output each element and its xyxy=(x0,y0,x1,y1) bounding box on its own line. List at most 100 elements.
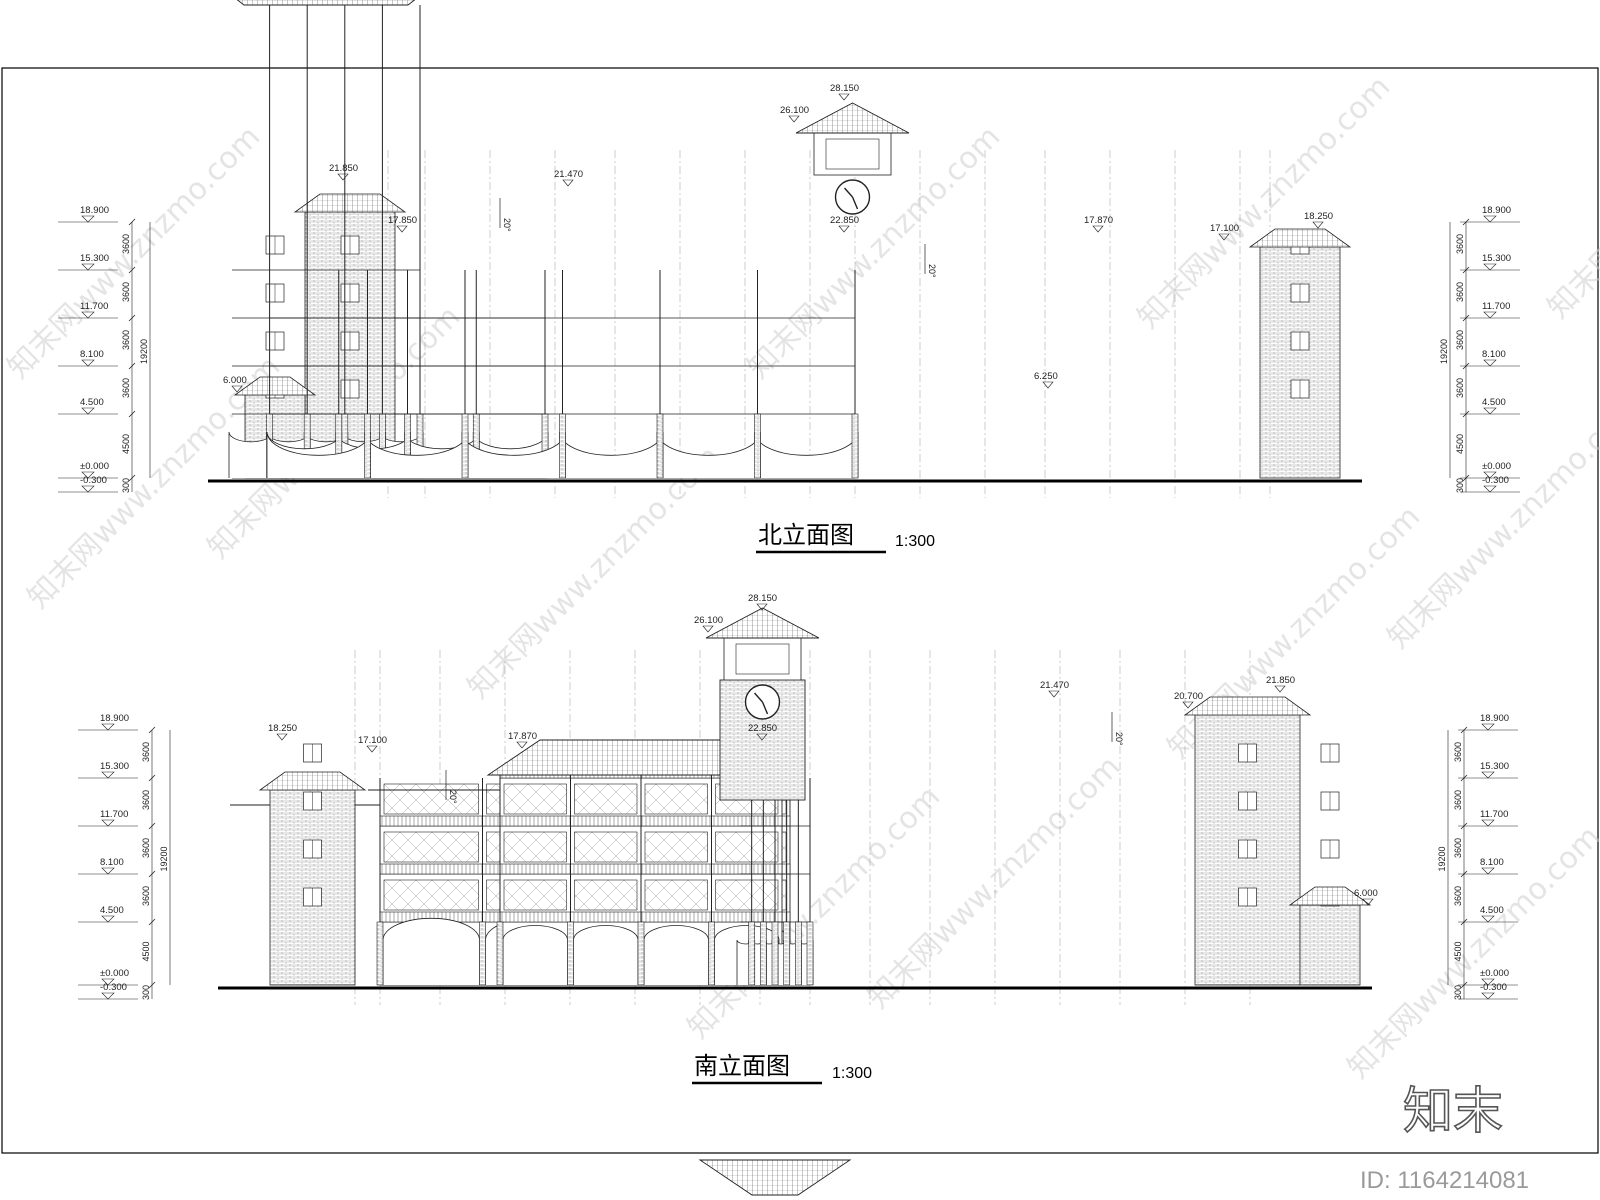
dimension-tick xyxy=(148,918,156,926)
level-symbol xyxy=(1481,915,1495,923)
watermark-text: 知末网www.znzmo.com xyxy=(1541,59,1600,325)
dimension-tick xyxy=(148,726,156,734)
level-label: 15.300 xyxy=(1480,761,1509,772)
level-symbol xyxy=(101,771,115,779)
roof-level-label: 20.700 xyxy=(1174,691,1203,702)
roof-level-label: 18.250 xyxy=(268,723,297,734)
level-label: ±0.000 xyxy=(1480,968,1509,979)
level-label: 11.700 xyxy=(80,301,108,312)
level-label: 4.500 xyxy=(1480,905,1504,916)
dimension-tick xyxy=(148,981,156,989)
level-label: 15.300 xyxy=(1482,253,1511,264)
arcade-arch xyxy=(754,431,859,478)
level-symbol xyxy=(81,407,95,415)
roof-level-symbol xyxy=(788,115,800,123)
roof-level-symbol xyxy=(1092,225,1104,233)
window-bay xyxy=(383,879,479,911)
level-symbol xyxy=(81,485,95,493)
roof-level-label: 22.850 xyxy=(748,723,777,734)
arcade-pier xyxy=(364,413,371,479)
hip-roof xyxy=(698,1159,852,1196)
level-symbol xyxy=(1483,215,1497,223)
dimension-value: 3600 xyxy=(121,282,131,302)
dimension-value: 3600 xyxy=(121,378,131,398)
arcade-pier xyxy=(461,413,469,479)
level-symbol xyxy=(1483,359,1497,367)
arcade-pier xyxy=(783,921,790,986)
arcade-pier xyxy=(754,413,761,479)
arcade-pier xyxy=(479,921,486,986)
north-elevation: 18.90015.30011.7008.1004.500±0.000-0.300… xyxy=(58,0,1520,806)
level-symbol xyxy=(81,215,95,223)
level-label: ±0.000 xyxy=(1482,461,1511,472)
dimension-tick xyxy=(1460,774,1468,782)
dimension-value: 4500 xyxy=(121,434,131,454)
arcade-pier xyxy=(376,921,384,986)
level-symbol xyxy=(101,978,115,986)
level-label: 11.700 xyxy=(1480,809,1508,820)
dimension-tick xyxy=(128,410,136,418)
roof-level-symbol xyxy=(516,741,528,749)
dimension-tick xyxy=(1460,822,1468,830)
roof-level-symbol xyxy=(276,733,288,741)
roof-level-label: 21.850 xyxy=(1266,675,1295,686)
level-symbol xyxy=(1481,867,1495,875)
clock-hand xyxy=(761,701,769,715)
roof-level-symbol xyxy=(838,225,850,233)
arcade-pier xyxy=(760,921,767,986)
level-label: 8.100 xyxy=(80,349,104,360)
level-label: 4.500 xyxy=(80,397,104,408)
window-bay xyxy=(574,879,638,911)
roof-level-label: 21.470 xyxy=(554,169,583,180)
wing-roof xyxy=(233,376,317,396)
dimension-value: 3600 xyxy=(141,838,151,858)
total-height-label: 19200 xyxy=(1439,339,1449,364)
level-symbol xyxy=(1483,263,1497,271)
wing-roof xyxy=(293,193,407,213)
window-bay xyxy=(644,879,708,911)
roof-slope-label: 20° xyxy=(1114,732,1124,746)
watermark-text: 知末网www.znzmo.com xyxy=(1341,819,1600,1085)
level-symbol xyxy=(101,992,115,1000)
level-symbol xyxy=(101,915,115,923)
level-label: 8.100 xyxy=(1482,349,1506,360)
roof-level-symbol xyxy=(1182,701,1194,709)
roof-level-symbol xyxy=(1362,898,1374,906)
level-label: -0.300 xyxy=(100,982,127,993)
dimension-tick xyxy=(128,314,136,322)
dimension-value: 3600 xyxy=(121,234,131,254)
window-bay xyxy=(715,831,779,863)
level-label: ±0.000 xyxy=(80,461,109,472)
dimension-tick xyxy=(148,774,156,782)
level-label: 15.300 xyxy=(80,253,109,264)
window-bay xyxy=(503,831,567,863)
level-label: 4.500 xyxy=(1482,397,1506,408)
roof-level-label: 6.250 xyxy=(1034,371,1058,382)
clock-hand xyxy=(843,187,854,198)
dimension-value: 3600 xyxy=(1455,282,1465,302)
dimension-value: 4500 xyxy=(141,941,151,961)
south-elevation-title: 南立面图 xyxy=(694,1052,790,1080)
level-label: 4.500 xyxy=(100,905,124,916)
level-label: 11.700 xyxy=(1482,301,1510,312)
tower-roof xyxy=(705,607,820,639)
level-symbol xyxy=(1483,471,1497,479)
arcade-pier xyxy=(559,413,566,479)
arcade-pier xyxy=(567,921,574,986)
dimension-value: 3600 xyxy=(1453,742,1463,762)
arcade-pier xyxy=(806,921,814,986)
dimension-tick xyxy=(1462,410,1470,418)
window-bay xyxy=(383,783,479,815)
window-bay xyxy=(383,831,479,863)
roof-level-label: 17.100 xyxy=(358,735,387,746)
dimension-value: 3600 xyxy=(1455,378,1465,398)
dimension-value: 3600 xyxy=(1455,330,1465,350)
level-label: 18.900 xyxy=(100,713,129,724)
level-symbol xyxy=(101,723,115,731)
roof-slope-label: 20° xyxy=(448,790,458,804)
arcade-arch xyxy=(643,925,709,985)
dimension-tick xyxy=(128,362,136,370)
level-label: -0.300 xyxy=(1480,982,1507,993)
dimension-value: 3600 xyxy=(1453,838,1463,858)
dimension-tick xyxy=(128,218,136,226)
